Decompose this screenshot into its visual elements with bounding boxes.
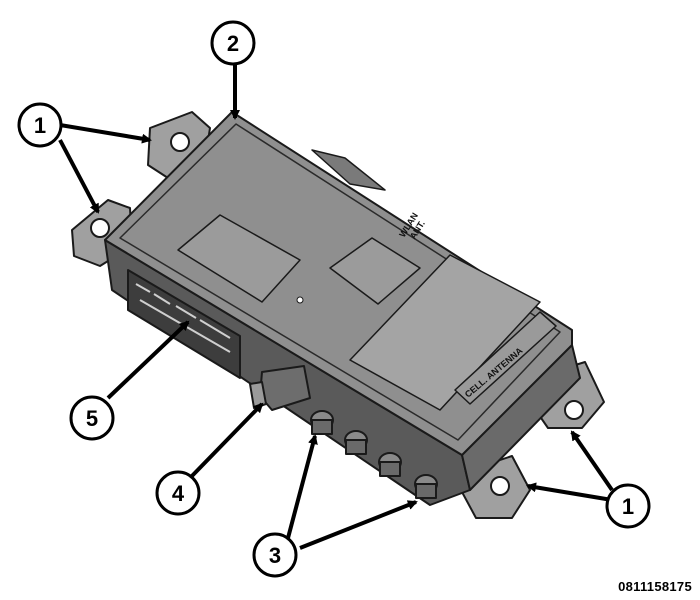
svg-text:3: 3 bbox=[269, 543, 281, 568]
bracket-hole bbox=[490, 476, 510, 496]
svg-text:2: 2 bbox=[227, 31, 239, 56]
arrow-3a bbox=[286, 434, 318, 539]
figure-code: 0811158175 bbox=[618, 579, 692, 594]
lid-rim bbox=[119, 123, 561, 441]
arrow-1b bbox=[58, 139, 100, 214]
arrow-5 bbox=[106, 320, 190, 400]
lid-recess-strip bbox=[454, 311, 557, 405]
arrow-1d bbox=[526, 482, 613, 502]
module-housing bbox=[71, 111, 605, 519]
leader-arrows bbox=[58, 62, 614, 550]
callout-1-lower-right: 1 bbox=[605, 483, 651, 529]
callout-1-upper-left: 1 bbox=[17, 102, 63, 148]
bracket-hole bbox=[170, 132, 190, 152]
bracket-hole bbox=[564, 400, 584, 420]
callout-3: 3 bbox=[252, 532, 298, 578]
arrow-4 bbox=[188, 402, 264, 480]
lid-notch bbox=[311, 149, 386, 191]
callout-5: 5 bbox=[69, 395, 115, 441]
arrow-1a bbox=[59, 123, 152, 144]
svg-text:1: 1 bbox=[34, 113, 46, 138]
svg-text:5: 5 bbox=[86, 406, 98, 431]
lid-panel-right bbox=[349, 254, 541, 411]
svg-text:1: 1 bbox=[622, 494, 634, 519]
callout-2: 2 bbox=[210, 20, 256, 66]
connector-slots bbox=[135, 283, 231, 353]
arrow-3b bbox=[299, 500, 418, 550]
arrow-1c bbox=[570, 430, 614, 492]
antenna-connectors bbox=[310, 410, 438, 499]
svg-text:4: 4 bbox=[172, 481, 185, 506]
callout-4: 4 bbox=[155, 470, 201, 516]
bracket-hole bbox=[90, 218, 110, 238]
lid-panel-left bbox=[177, 214, 301, 303]
side-connector-tab bbox=[249, 381, 267, 409]
lid-vent-hole bbox=[296, 296, 304, 304]
lid-panel-center bbox=[329, 237, 421, 305]
